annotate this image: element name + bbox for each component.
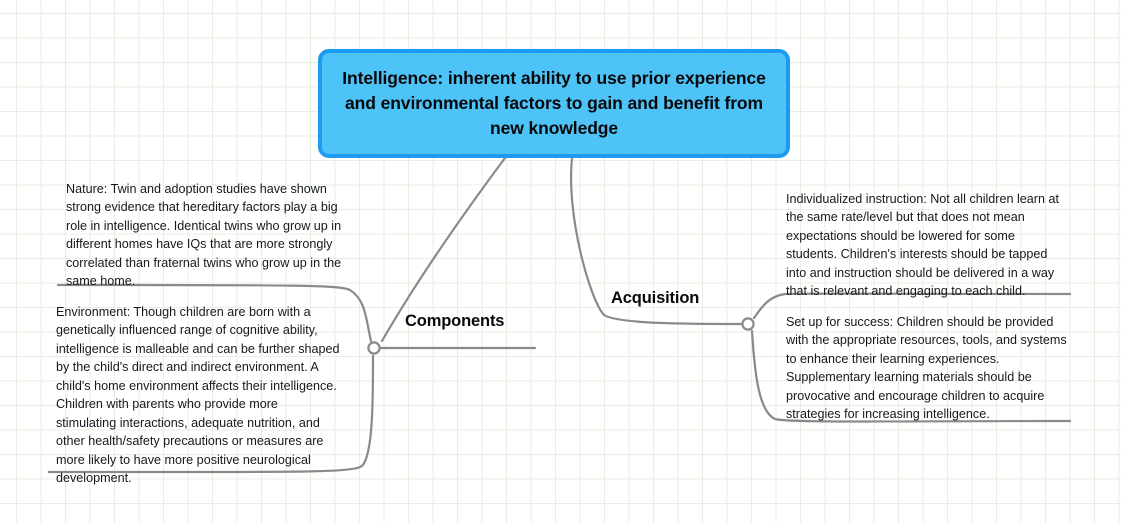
node-components[interactable]	[367, 341, 381, 355]
leaf-nature-text[interactable]: Nature: Twin and adoption studies have s…	[66, 182, 342, 289]
branch-label-acquisition[interactable]: Acquisition	[611, 289, 700, 307]
node-acquisition[interactable]	[741, 317, 755, 331]
leaf-individualized-instruction-text[interactable]: Individualized instruction: Not all chil…	[786, 192, 1060, 299]
leaf-set-up-for-success-text[interactable]: Set up for success: Children should be p…	[786, 315, 1067, 422]
central-node-text: Intelligence: inherent ability to use pr…	[342, 68, 766, 138]
central-node[interactable]: Intelligence: inherent ability to use pr…	[318, 49, 790, 158]
leaf-environment-text[interactable]: Environment: Though children are born wi…	[56, 305, 340, 485]
branch-label-components[interactable]: Components	[405, 312, 505, 330]
